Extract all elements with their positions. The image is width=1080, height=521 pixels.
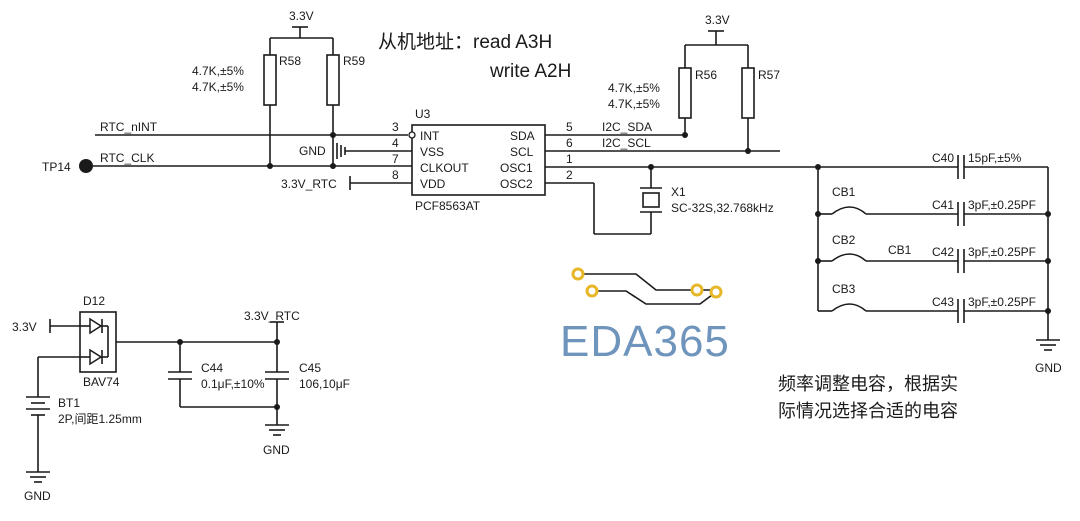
testpoint-tp14	[79, 159, 93, 173]
cap-c41-value: 3pF,±0.25PF	[968, 198, 1036, 212]
vdd-power-label: 3.3V_RTC	[281, 177, 337, 191]
cap-c44-value: 0.1μF,±10%	[201, 377, 265, 391]
jumper-cb1-extra-label: CB1	[888, 243, 912, 257]
cap-c45-ref: C45	[299, 361, 321, 375]
i2c-address-write: write A2H	[489, 61, 571, 82]
right-pullup-group: 3.3V R56 R57 4.7K,±5% 4.7K,±5%	[608, 13, 780, 151]
power-3v3-left-label: 3.3V	[289, 9, 314, 23]
logo-pad-3	[690, 283, 704, 297]
gnd-vss-symbol: GND	[299, 143, 412, 159]
ic-pin-osc1: OSC1	[500, 161, 533, 175]
capacitor-note-line2: 际情况选择合适的电容	[778, 401, 958, 421]
ic-pin-num-2: 2	[566, 168, 573, 182]
resistor-r59-body	[326, 54, 340, 106]
ic-body	[411, 124, 546, 196]
ground-symbol-right: GND	[1035, 339, 1062, 375]
battery-value: 2P,间距1.25mm	[58, 412, 142, 426]
jumper-cb1	[831, 206, 867, 215]
power-3v3-right-label: 3.3V	[705, 13, 730, 27]
rtc-power-top-label: 3.3V_RTC	[244, 309, 300, 323]
capacitor-note-line1: 频率调整电容，根据实	[778, 374, 958, 394]
logo-pad-1	[571, 267, 585, 281]
logo-pad-2	[585, 284, 599, 298]
jumper-cb2	[831, 253, 867, 262]
resistor-r57-body	[741, 67, 755, 119]
capacitor-c44: C44 0.1μF,±10%	[168, 342, 265, 407]
resistor-r58-value: 4.7K,±5%	[192, 64, 244, 78]
resistor-r59-value: 4.7K,±5%	[192, 80, 244, 94]
resistor-r57-value: 4.7K,±5%	[608, 97, 660, 111]
ic-ref: U3	[415, 107, 431, 121]
battery-3v3-label: 3.3V	[12, 320, 37, 334]
ic-part-number: PCF8563AT	[415, 199, 481, 213]
diode-ref: D12	[83, 294, 105, 308]
crystal-ref: X1	[671, 185, 686, 199]
ic-pin-num-6: 6	[566, 136, 573, 150]
ic-pin-osc2: OSC2	[500, 177, 533, 191]
crystal-body	[642, 192, 660, 208]
eda365-logo: EDA365	[560, 267, 730, 366]
left-pullup-group: 3.3V R58 R59 4.7K,±5% 4.7K,±5%	[192, 9, 365, 166]
gnd-battery-label: GND	[24, 489, 51, 503]
resistor-r58-body	[263, 54, 277, 106]
ic-pin-vss: VSS	[420, 145, 444, 159]
cap-c43-ref: C43	[932, 295, 954, 309]
capacitor-c45: C45 106,10μF	[265, 342, 350, 425]
crystal-value: SC-32S,32.768kHz	[671, 201, 774, 215]
ic-pin-num-5: 5	[566, 120, 573, 134]
ic-pin-clkout: CLKOUT	[420, 161, 469, 175]
net-i2c-scl-label: I2C_SCL	[602, 136, 651, 150]
diode-part: BAV74	[83, 375, 120, 389]
ic-pin-scl: SCL	[510, 145, 534, 159]
ic-pin-num-1: 1	[566, 152, 573, 166]
net-rtc-clk-label: RTC_CLK	[100, 151, 154, 165]
cap-c41-ref: C41	[932, 198, 954, 212]
cap-c42-value: 3pF,±0.25PF	[968, 245, 1036, 259]
cap-c43-value: 3pF,±0.25PF	[968, 295, 1036, 309]
cap-c44-ref: C44	[201, 361, 223, 375]
net-rtc-nint-label: RTC_nINT	[100, 120, 158, 134]
cap-c40-ref: C40	[932, 151, 954, 165]
resistor-r59-ref: R59	[343, 54, 365, 68]
ic-pin-num-7: 7	[392, 152, 399, 166]
ic-pin-vdd: VDD	[420, 177, 446, 191]
cap-c42-ref: C42	[932, 245, 954, 259]
resistor-r56-value: 4.7K,±5%	[608, 81, 660, 95]
i2c-address-read: 从机地址：read A3H	[378, 31, 552, 53]
rtc-ic-u3: U3 PCF8563AT INT VSS CLKOUT VDD 3 4 7 8 …	[392, 107, 573, 213]
logo-trace-1	[582, 273, 712, 291]
battery-supply-section: 3.3V D12 BAV74 BT1 2P,间距1.25mm GND	[12, 294, 280, 503]
diode-1-symbol	[89, 317, 103, 335]
gnd-right-label: GND	[1035, 361, 1062, 375]
gnd-mid-label: GND	[263, 443, 290, 457]
crystal-x1: X1 SC-32S,32.768kHz	[640, 167, 774, 234]
diode-package	[79, 311, 117, 373]
jumper-cb2-label: CB2	[832, 233, 856, 247]
jumper-cb1-label: CB1	[832, 185, 856, 199]
ic-pin-num-8: 8	[392, 168, 399, 182]
logo-trace-2	[592, 290, 717, 305]
ic-pin-sda: SDA	[510, 129, 535, 143]
ic-pin-num-3: 3	[392, 120, 399, 134]
cap-c45-value: 106,10μF	[299, 377, 350, 391]
ic-pin-num-4: 4	[392, 136, 399, 150]
resistor-r57-ref: R57	[758, 68, 780, 82]
logo-pad-4	[709, 285, 723, 299]
jumper-cb3	[831, 303, 867, 312]
jumper-cb3-label: CB3	[832, 282, 856, 296]
resistor-r56-body	[678, 67, 692, 119]
testpoint-tp14-label: TP14	[42, 160, 71, 174]
resistor-r58-ref: R58	[279, 54, 301, 68]
ic-pin-int: INT	[420, 129, 440, 143]
net-i2c-sda-label: I2C_SDA	[602, 120, 652, 134]
ground-symbol-mid: GND	[263, 424, 290, 457]
diode-2-symbol	[89, 348, 103, 366]
vss-gnd-label: GND	[299, 144, 326, 158]
capacitor-c40: C40 15pF,±5%	[932, 151, 1048, 179]
battery-ref: BT1	[58, 396, 80, 410]
cap-c40-value: 15pF,±5%	[968, 151, 1022, 165]
resistor-r56-ref: R56	[695, 68, 717, 82]
logo-text: EDA365	[560, 317, 730, 366]
